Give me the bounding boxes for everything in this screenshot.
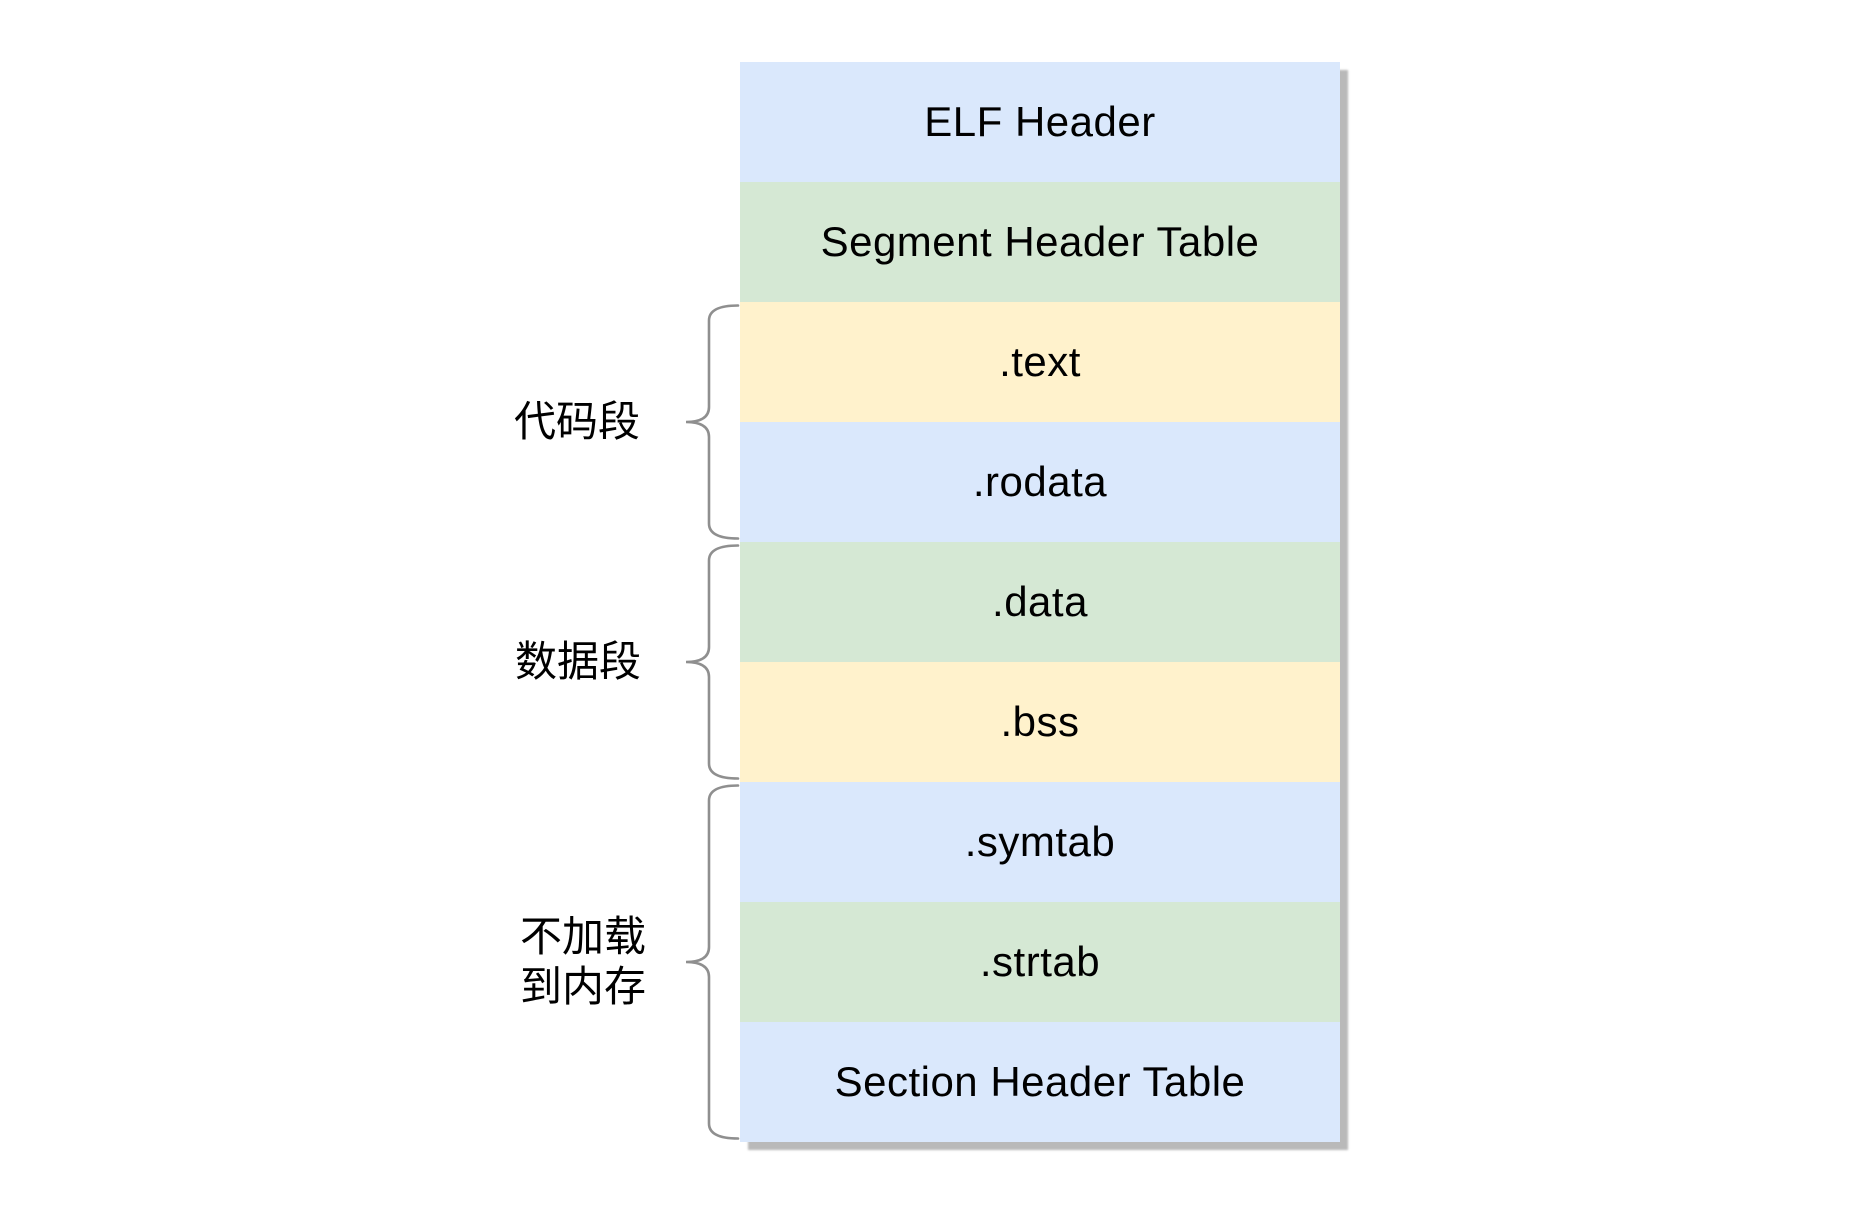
stack-row-segment-header-table: Segment Header Table	[740, 182, 1340, 302]
stack-row-strtab: .strtab	[740, 902, 1340, 1022]
curly-brace-path	[685, 304, 740, 540]
stack-row-label: .strtab	[979, 938, 1101, 985]
curly-brace	[685, 304, 740, 540]
stack-row-label: .bss	[1000, 698, 1080, 745]
curly-brace-path	[685, 544, 740, 780]
group-label: 代码段	[514, 397, 640, 447]
group-label: 不加载到内存	[520, 912, 646, 1012]
curly-brace	[685, 544, 740, 780]
stack-row-label: Segment Header Table	[820, 218, 1260, 265]
stack-row-label: .rodata	[972, 458, 1108, 505]
group-label-line: 数据段	[514, 638, 642, 686]
group-label-line: 不加载	[519, 913, 647, 961]
stack-row-label: .text	[999, 338, 1081, 385]
stack-row-label: .symtab	[964, 818, 1116, 865]
curly-brace-path	[685, 784, 740, 1140]
stack-row-data: .data	[740, 542, 1340, 662]
stack-row-label: ELF Header	[924, 98, 1156, 145]
stack-row-symtab: .symtab	[740, 782, 1340, 902]
stack-row-bss: .bss	[740, 662, 1340, 782]
stack-row-label: .data	[992, 578, 1088, 625]
stack-row-label: Section Header Table	[834, 1058, 1246, 1105]
stack-row-text: .text	[740, 302, 1340, 422]
group-label-line: 到内存	[519, 963, 647, 1010]
group-label: 数据段	[515, 637, 641, 687]
stack-row-elf-header: ELF Header	[740, 62, 1340, 182]
stack-row-rodata: .rodata	[740, 422, 1340, 542]
stack-row-section-header-table: Section Header Table	[740, 1022, 1340, 1142]
group-label-line: 代码段	[513, 398, 641, 446]
curly-brace	[685, 784, 740, 1140]
